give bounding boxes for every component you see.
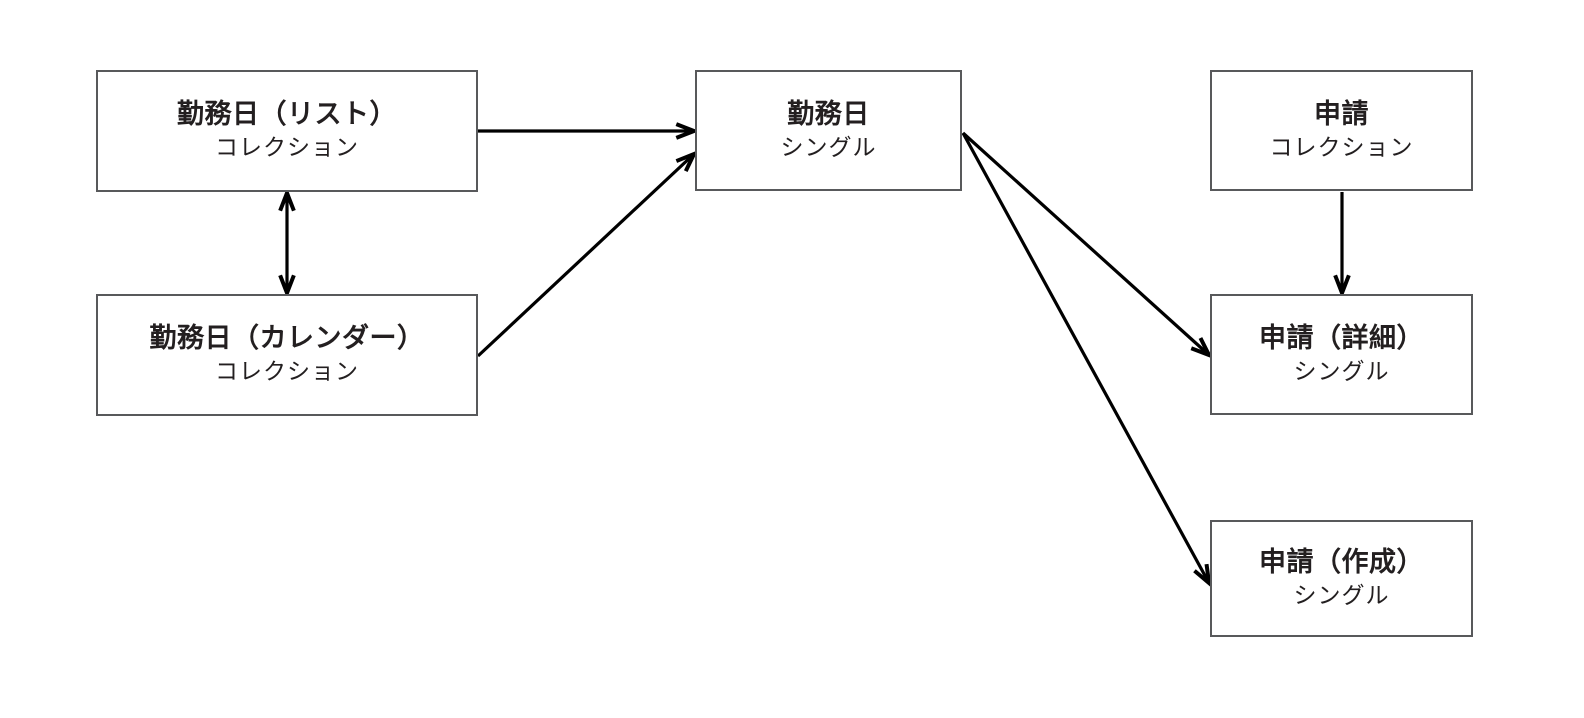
node-title: 申請（作成）	[1259, 546, 1424, 578]
node-title: 勤務日（リスト）	[177, 99, 397, 131]
arrowhead-start	[278, 187, 296, 212]
node-request-collection[interactable]: 申請 コレクション	[1210, 70, 1473, 191]
arrowhead-end	[675, 122, 700, 140]
connector-line	[476, 152, 696, 358]
node-workday-calendar[interactable]: 勤務日（カレンダー） コレクション	[96, 294, 478, 416]
node-workday-single[interactable]: 勤務日 シングル	[695, 70, 962, 191]
connector-request-collection-to-detail	[1333, 192, 1351, 299]
connector-line	[961, 131, 1211, 357]
node-subtitle: コレクション	[1269, 134, 1414, 161]
arrowhead-end	[1190, 337, 1214, 359]
connector-single-to-request-create	[961, 132, 1212, 588]
node-title: 勤務日（カレンダー）	[149, 323, 425, 355]
connector-list-to-single	[478, 122, 700, 140]
node-request-detail[interactable]: 申請（詳細） シングル	[1210, 294, 1473, 415]
node-title: 勤務日	[787, 98, 870, 130]
arrowhead-end	[278, 274, 296, 299]
node-request-create[interactable]: 申請（作成） シングル	[1210, 520, 1473, 637]
node-subtitle: コレクション	[215, 359, 359, 386]
node-subtitle: シングル	[780, 134, 877, 161]
connector-calendar-to-single	[476, 150, 699, 358]
arrowhead-end	[1333, 274, 1351, 299]
connector-single-to-request-detail	[961, 131, 1214, 359]
node-subtitle: シングル	[1293, 582, 1390, 609]
node-workday-list[interactable]: 勤務日（リスト） コレクション	[96, 70, 478, 192]
node-title: 申請（詳細）	[1259, 322, 1424, 354]
connector-list-to-calendar	[278, 187, 296, 299]
connector-line	[961, 132, 1211, 584]
node-subtitle: コレクション	[215, 135, 359, 162]
node-title: 申請	[1314, 98, 1369, 130]
node-subtitle: シングル	[1293, 358, 1390, 385]
arrowhead-end	[675, 150, 699, 172]
arrowhead-end	[1193, 563, 1212, 588]
